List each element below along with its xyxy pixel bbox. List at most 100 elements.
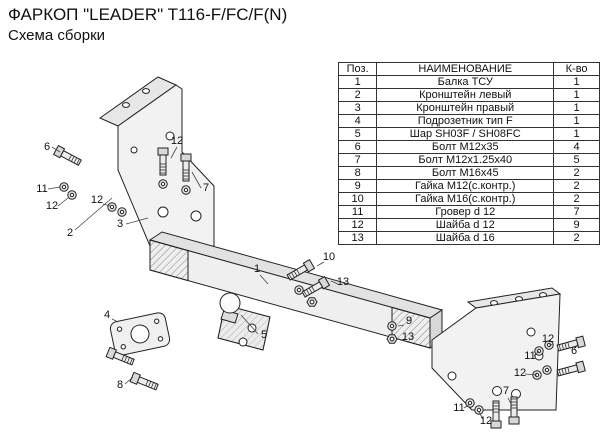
table-cell: Шайба d 12 <box>376 218 555 232</box>
callout-number: 2 <box>67 227 73 239</box>
callout-leader-line <box>51 146 61 153</box>
washer-icon <box>117 207 127 217</box>
ball-assembly <box>217 292 271 351</box>
table-cell: Болт М12х1.25х40 <box>376 153 555 167</box>
table-cell: Шар SH03F / SH08FC <box>376 127 555 141</box>
table-cell: 5 <box>337 127 378 141</box>
callout-leader-line <box>111 318 119 323</box>
table-cell: Подрозетник тип F <box>376 114 555 128</box>
table-cell: Кронштейн правый <box>376 101 555 115</box>
table-cell: 2 <box>553 192 600 206</box>
table-cell: 2 <box>553 166 600 180</box>
bolt-icon <box>490 400 502 429</box>
table-header-cell: НАИМЕНОВАНИЕ <box>376 62 555 76</box>
table-header-cell: К-во <box>553 62 600 76</box>
washer-icon <box>387 321 397 331</box>
table-cell: 2 <box>553 231 600 245</box>
callout-number: 5 <box>261 329 267 341</box>
table-cell: 1 <box>553 101 600 115</box>
callout-number: 6 <box>44 141 50 153</box>
table-cell: Кронштейн левый <box>376 88 555 102</box>
callout-leader-line <box>463 403 471 409</box>
page-subtitle: Схема сборки <box>8 27 106 44</box>
washer-icon <box>542 365 552 375</box>
callout-number: 12 <box>514 367 526 379</box>
table-cell: 1 <box>553 127 600 141</box>
callout-number: 7 <box>503 385 509 397</box>
bolt-icon <box>157 147 169 176</box>
callout-number: 6 <box>571 345 577 357</box>
washer-icon <box>158 179 168 189</box>
callout-number: 12 <box>171 135 183 147</box>
bolt-icon <box>180 153 192 182</box>
table-cell: Шайба d 16 <box>376 231 555 245</box>
bolt-icon <box>508 396 520 425</box>
socket-plate <box>109 312 171 356</box>
callout-leader-line <box>57 197 69 207</box>
callout-leader-line <box>330 280 339 285</box>
bolt-icon <box>556 335 586 352</box>
washer-icon <box>465 398 475 408</box>
tow-ball <box>219 292 241 314</box>
table-cell: Болт М16х45 <box>376 166 555 180</box>
table-cell: 7 <box>553 205 600 219</box>
callout-number: 9 <box>406 315 412 327</box>
table-cell: 6 <box>337 140 378 154</box>
callout-number: 10 <box>323 251 335 263</box>
washer-icon <box>181 185 191 195</box>
callout-leader-line <box>533 350 540 357</box>
callout-leader-line <box>573 343 579 350</box>
callout-leader-line <box>259 274 269 285</box>
table-cell: 2 <box>337 88 378 102</box>
page-title: ФАРКОП "LEADER" T116-F/FC/F(N) <box>8 5 288 24</box>
table-cell: 2 <box>553 179 600 193</box>
nut-icon <box>306 297 318 307</box>
washer-icon <box>474 405 484 415</box>
callout-leader-line <box>102 203 111 207</box>
callout-leader-line <box>125 217 149 225</box>
callout-leader-line <box>397 338 404 341</box>
callout-number: 3 <box>117 218 123 230</box>
callout-leader-line <box>170 146 178 159</box>
nut-icon <box>386 334 398 344</box>
callout-leader-line <box>124 376 134 385</box>
table-cell: 13 <box>337 231 378 245</box>
callout-leader-line <box>397 324 405 327</box>
callout-number: 12 <box>542 333 554 345</box>
callout-number: 11 <box>36 183 47 195</box>
washer-icon <box>107 202 117 212</box>
callout-number: 12 <box>46 200 58 212</box>
callout-leader-line <box>524 373 538 376</box>
callout-number: 11 <box>524 350 535 362</box>
callout-number: 1 <box>254 263 260 275</box>
callout-leader-line <box>507 397 513 407</box>
table-cell: 8 <box>337 166 378 180</box>
bolt-icon <box>105 346 135 366</box>
callout-number: 13 <box>337 276 349 288</box>
bolt-icon <box>129 371 159 391</box>
callout-leader-line <box>47 186 61 190</box>
callout-number: 12 <box>91 194 103 206</box>
callout-leader-line <box>74 197 113 231</box>
table-cell: 9 <box>553 218 600 232</box>
callout-leader-line <box>191 171 202 189</box>
table-cell: 4 <box>553 140 600 154</box>
callout-number: 12 <box>480 415 492 427</box>
table-cell: Болт М12х35 <box>376 140 555 154</box>
bolt-icon <box>286 258 316 281</box>
callout-number: 7 <box>203 182 209 194</box>
